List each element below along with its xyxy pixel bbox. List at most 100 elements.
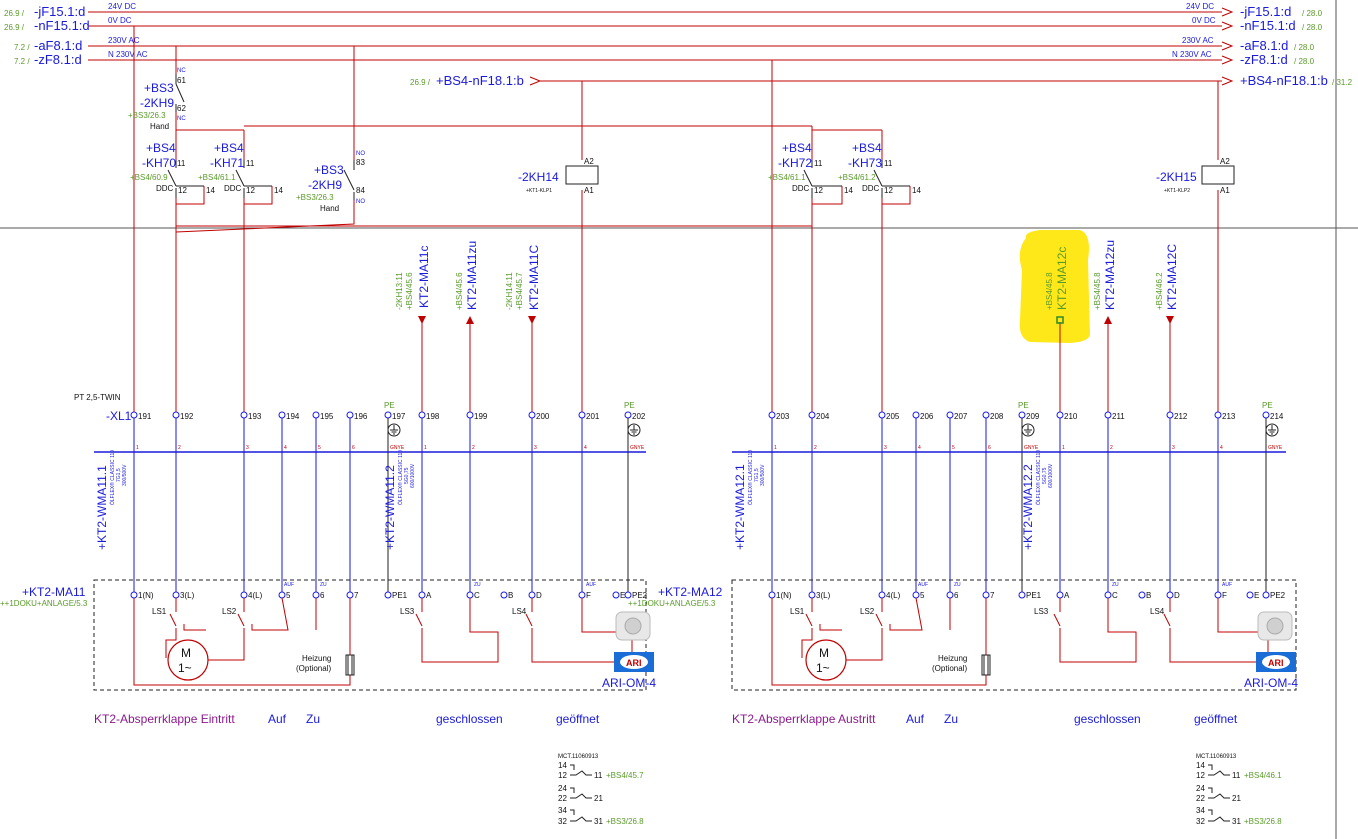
core-label: 1	[136, 445, 139, 451]
svg-text:+BS3/26.3: +BS3/26.3	[128, 111, 166, 120]
svg-text:-2KH9: -2KH9	[308, 178, 342, 192]
actuator-terminal-A[interactable]: A	[418, 591, 432, 600]
actuator-terminal-D[interactable]: D	[528, 591, 542, 600]
relay-kh15-coil[interactable]: -2KH15 +KT1-KLP2 A2 A1	[1156, 157, 1230, 195]
actuator-terminal-F[interactable]: F	[578, 591, 591, 600]
rail-right-4[interactable]: -zF8.1:d	[1240, 52, 1288, 67]
core-label: GNYE	[1024, 445, 1039, 451]
relay-kh9-hand[interactable]: +BS3 -2KH9 NC 61 62 NC +BS3/26.3 Hand	[128, 68, 186, 131]
terminal-number: 205	[886, 412, 900, 421]
relay-kh72[interactable]: +BS4 -KH72 11 +BS4/61.1 DDC 12 14	[768, 141, 853, 195]
signal-ma11c[interactable]: KT2-MA11c -2KH13:11 +BS4/45.6	[395, 246, 431, 310]
actuator-terminal-7[interactable]: 7	[346, 591, 359, 600]
actuator-terminal-E[interactable]: E	[1246, 591, 1259, 600]
actuator-terminal-E[interactable]: E	[612, 591, 625, 600]
actuator-terminal-B[interactable]: B	[1138, 591, 1151, 600]
actuator-terminal-5[interactable]: 5	[912, 591, 925, 600]
rail-left-3[interactable]: -aF8.1:d	[34, 38, 82, 53]
actuator-terminal-6[interactable]: 6	[312, 591, 325, 600]
actuator-terminal-PE2[interactable]: PE2	[624, 591, 648, 600]
actuator-terminal-label: 1(N)	[138, 591, 154, 600]
actuator-ma12-name[interactable]: +KT2-MA12	[658, 585, 723, 599]
actuator-terminal-label: A	[1064, 591, 1070, 600]
terminal-number: 200	[536, 412, 550, 421]
rail-left-1[interactable]: -jF15.1:d	[34, 4, 85, 19]
signal-ma12zu[interactable]: KT2-MA12zu +BS4/45.8	[1093, 240, 1117, 310]
actuator-terminal-PE1[interactable]: PE1	[1018, 591, 1042, 600]
core-label: 3	[534, 445, 537, 451]
actuator-terminal-label: PE1	[1026, 591, 1042, 600]
actuator-terminal-PE1[interactable]: PE1	[384, 591, 408, 600]
bs4-left-label[interactable]: +BS4-nF18.1:b	[436, 73, 524, 88]
bs4-right-label[interactable]: +BS4-nF18.1:b	[1240, 73, 1328, 88]
cable-wma11-1[interactable]: +KT2-WMA11.1 ÖLFLEX® CLASSIC 110 7G1,5 3…	[95, 450, 128, 550]
relay-kh73[interactable]: +BS4 -KH73 11 +BS4/61.2 DDC 12 14	[838, 141, 921, 195]
cable-wma12-2[interactable]: +KT2-WMA12.2 ÖLFLEX® CLASSIC 110 5G0,75 …	[1021, 450, 1054, 550]
actuator-terminal-C[interactable]: C	[1104, 591, 1118, 600]
signal-ma11C-open[interactable]: KT2-MA11C -2KH14:11 +BS4/45.7	[505, 245, 541, 310]
svg-text:34: 34	[558, 806, 567, 815]
terminal-number: 204	[816, 412, 830, 421]
actuator-terminal-label: 7	[990, 591, 995, 600]
terminal-strip-name[interactable]: -XL1	[106, 409, 132, 423]
relay-kh9-no[interactable]: +BS3 -2KH9 NO 83 84 NO +BS3/26.3 Hand	[296, 151, 365, 213]
svg-text:600/1000V: 600/1000V	[410, 463, 416, 488]
actuator-terminal-D[interactable]: D	[1166, 591, 1180, 600]
rail-right-2[interactable]: -nF15.1:d	[1240, 18, 1296, 33]
rail-left-2[interactable]: -nF15.1:d	[34, 18, 90, 33]
cable-wma12-1[interactable]: +KT2-WMA12.1 ÖLFLEX® CLASSIC 110 7G1,5 3…	[733, 450, 766, 550]
cable-wma11-2[interactable]: +KT2-WMA11.2 ÖLFLEX® CLASSIC 110 5G0,75 …	[383, 450, 416, 550]
rail-right-1[interactable]: -jF15.1:d	[1240, 4, 1291, 19]
signal-ma11zu[interactable]: KT2-MA11zu +BS4/45.6	[455, 241, 479, 310]
rail-right-3[interactable]: -aF8.1:d	[1240, 38, 1288, 53]
actuator-terminal-B[interactable]: B	[500, 591, 513, 600]
svg-text:-KH73: -KH73	[848, 156, 882, 170]
actuator-terminal-F[interactable]: F	[1214, 591, 1227, 600]
signal-ma12c[interactable]: KT2-MA12c +BS4/45.8	[1045, 247, 1069, 310]
svg-text:14: 14	[274, 186, 283, 195]
actuator-terminal-5[interactable]: 5	[278, 591, 291, 600]
actuator-terminal-PE2[interactable]: PE2	[1262, 591, 1286, 600]
zu-label: ZU	[1112, 582, 1119, 588]
power-rails	[88, 7, 1234, 86]
actuator-terminal-7[interactable]: 7	[982, 591, 995, 600]
relay-kh70[interactable]: +BS4 -KH70 11 +BS4/60.9 DDC 12 14	[130, 141, 215, 195]
relay-kh71[interactable]: +BS4 -KH71 11 +BS4/61.1 DDC 12 14	[198, 141, 283, 195]
actuator-terminal-A[interactable]: A	[1056, 591, 1070, 600]
svg-text:12: 12	[558, 771, 567, 780]
terminal-number: 210	[1064, 412, 1078, 421]
svg-text:Zu: Zu	[306, 712, 320, 726]
signal-ma12C-open[interactable]: KT2-MA12C +BS4/46.2	[1155, 244, 1179, 310]
actuator-terminal-C[interactable]: C	[466, 591, 480, 600]
relay-kh14-coil[interactable]: -2KH14 +KT1-KLP1 A2 A1	[518, 157, 594, 195]
rail-left-4[interactable]: -zF8.1:d	[34, 52, 82, 67]
actuator-ma11-name[interactable]: +KT2-MA11	[22, 585, 86, 599]
zu-label: ZU	[320, 582, 327, 588]
actuator-terminal-6[interactable]: 6	[946, 591, 959, 600]
